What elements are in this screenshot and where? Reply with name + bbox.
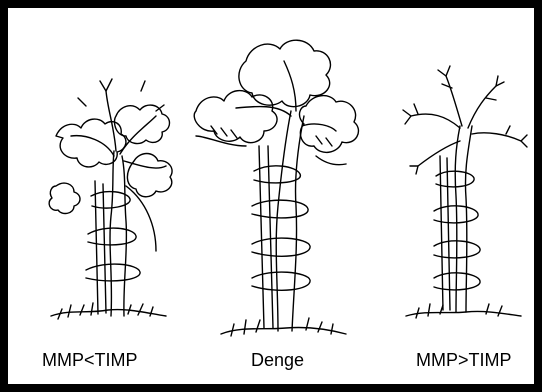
middle-caption: Denge — [251, 351, 304, 369]
middle-tree-icon — [194, 40, 358, 336]
illustration-canvas — [16, 16, 542, 392]
left-caption: MMP<TIMP — [42, 351, 138, 369]
left-tree-icon — [49, 79, 172, 319]
right-caption: MMP>TIMP — [416, 351, 512, 369]
right-tree-icon — [403, 66, 527, 318]
